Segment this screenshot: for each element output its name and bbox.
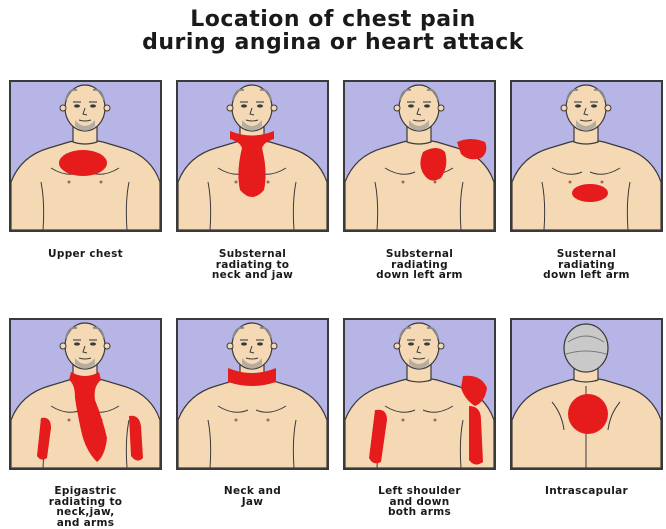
- pain-area: [568, 394, 608, 434]
- caption-neck-jaw: Neck and Jaw: [176, 486, 329, 507]
- page-title: Location of chest pain during angina or …: [0, 8, 666, 54]
- figure-upper-chest: [11, 82, 160, 230]
- title-line-2: during angina or heart attack: [0, 31, 666, 54]
- panel-substernal-left-arm: [343, 80, 496, 232]
- panel-susternal-left-arm: [510, 80, 663, 232]
- panel-neck-jaw: [176, 318, 329, 470]
- pain-area: [572, 184, 608, 202]
- panel-substernal-neck-jaw: [176, 80, 329, 232]
- caption-epigastric: Epigastric radiating to neck,jaw, and ar…: [9, 486, 162, 528]
- title-line-1: Location of chest pain: [0, 8, 666, 31]
- caption-upper-chest: Upper chest: [9, 249, 162, 260]
- caption-left-shoulder-both-arms: Left shoulder and down both arms: [343, 486, 496, 518]
- figure-epigastric: [11, 320, 160, 468]
- figure-susternal-left-arm: [512, 82, 661, 230]
- caption-intrascapular: Intrascapular: [510, 486, 663, 497]
- figure-substernal-left-arm: [345, 82, 494, 230]
- figure-substernal-neck-jaw: [178, 82, 327, 230]
- panel-upper-chest: [9, 80, 162, 232]
- panel-intrascapular: [510, 318, 663, 470]
- panel-left-shoulder-both-arms: [343, 318, 496, 470]
- figure-neck-jaw: [178, 320, 327, 468]
- pain-area: [59, 150, 107, 176]
- figure-intrascapular: [512, 320, 661, 468]
- panel-epigastric: [9, 318, 162, 470]
- caption-substernal-left-arm: Substernal radiating down left arm: [343, 249, 496, 281]
- caption-susternal-left-arm: Susternal radiating down left arm: [510, 249, 663, 281]
- figure-left-shoulder-both-arms: [345, 320, 494, 468]
- caption-substernal-neck-jaw: Substernal radiating to neck and jaw: [176, 249, 329, 281]
